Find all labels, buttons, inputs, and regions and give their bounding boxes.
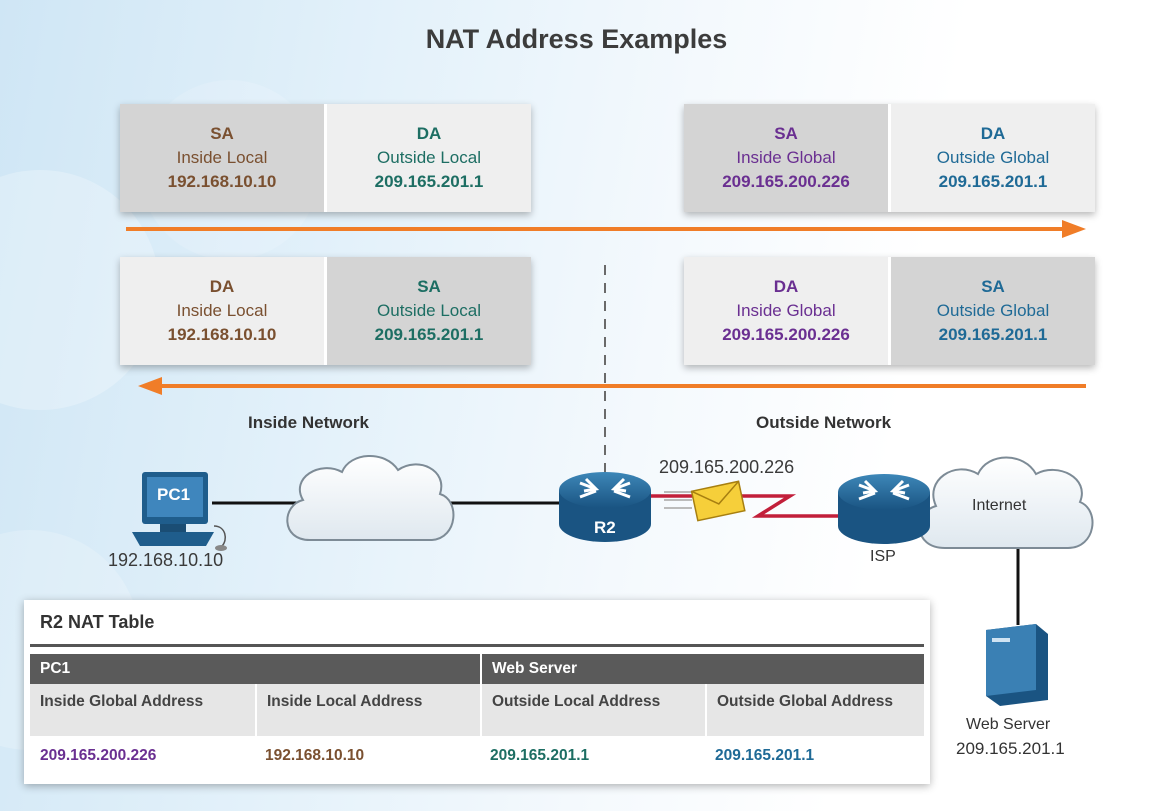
packet-inside-outbound: SA Inside Local 192.168.10.10 DA Outside… — [120, 104, 531, 212]
nat-column-header-row: Inside Global Address Inside Local Addre… — [30, 684, 924, 736]
internet-cloud-icon — [918, 456, 1094, 549]
nat-table-title: R2 NAT Table — [40, 612, 155, 632]
column-header: Inside Local Address — [255, 684, 480, 736]
packet-outside-outbound: SA Inside Global 209.165.200.226 DA Outs… — [684, 104, 1095, 212]
nat-table: R2 NAT Table PC1 Web Server Inside Globa… — [24, 600, 930, 784]
packet-inside-return: DA Inside Local 192.168.10.10 SA Outside… — [120, 257, 531, 365]
packet-destination-cell: DA Inside Global 209.165.200.226 — [684, 257, 888, 365]
table-row: 209.165.200.226 192.168.10.10 209.165.20… — [30, 736, 924, 776]
router-r2-icon — [559, 472, 651, 542]
inside-global-value: 209.165.200.226 — [30, 736, 255, 776]
router-r2-label: R2 — [594, 518, 616, 537]
column-header: Inside Global Address — [30, 684, 255, 736]
outbound-arrow — [126, 220, 1086, 238]
router-isp-icon — [838, 474, 930, 544]
page-title: NAT Address Examples — [425, 24, 728, 54]
inside-local-value: 192.168.10.10 — [255, 736, 480, 776]
nat-table-divider — [30, 644, 924, 647]
packet-destination-cell: DA Outside Global 209.165.201.1 — [888, 104, 1095, 212]
isp-label: ISP — [870, 548, 896, 565]
group-header-web-server: Web Server — [480, 654, 924, 684]
packet-envelope-icon — [664, 480, 746, 522]
group-header-pc1: PC1 — [30, 654, 480, 684]
nat-table-grid: PC1 Web Server Inside Global Address Ins… — [30, 654, 924, 776]
nat-group-header-row: PC1 Web Server — [30, 654, 924, 684]
packet-source-cell: SA Inside Global 209.165.200.226 — [684, 104, 888, 212]
packet-source-cell: SA Outside Global 209.165.201.1 — [888, 257, 1095, 365]
router-public-ip: 209.165.200.226 — [659, 457, 795, 477]
pc1-label: PC1 — [157, 485, 191, 504]
inside-cloud-icon — [286, 455, 455, 541]
pc1-ip-address: 192.168.10.10 — [108, 550, 224, 570]
packet-destination-cell: DA Inside Local 192.168.10.10 — [120, 257, 324, 365]
web-server-label: Web Server — [966, 716, 1051, 733]
pc1-computer-icon — [132, 472, 227, 551]
packet-source-cell: SA Inside Local 192.168.10.10 — [120, 104, 324, 212]
column-header: Outside Local Address — [480, 684, 705, 736]
internet-label: Internet — [972, 497, 1027, 514]
packet-destination-cell: DA Outside Local 209.165.201.1 — [324, 104, 531, 212]
packet-source-cell: SA Outside Local 209.165.201.1 — [324, 257, 531, 365]
return-arrow — [138, 377, 1086, 395]
column-header: Outside Global Address — [705, 684, 924, 736]
web-server-ip: 209.165.201.1 — [956, 739, 1065, 758]
outside-local-value: 209.165.201.1 — [480, 736, 705, 776]
web-server-icon — [986, 624, 1048, 706]
packet-outside-return: DA Inside Global 209.165.200.226 SA Outs… — [684, 257, 1095, 365]
inside-network-label: Inside Network — [248, 413, 369, 432]
outside-global-value: 209.165.201.1 — [705, 736, 924, 776]
outside-network-label: Outside Network — [756, 413, 892, 432]
